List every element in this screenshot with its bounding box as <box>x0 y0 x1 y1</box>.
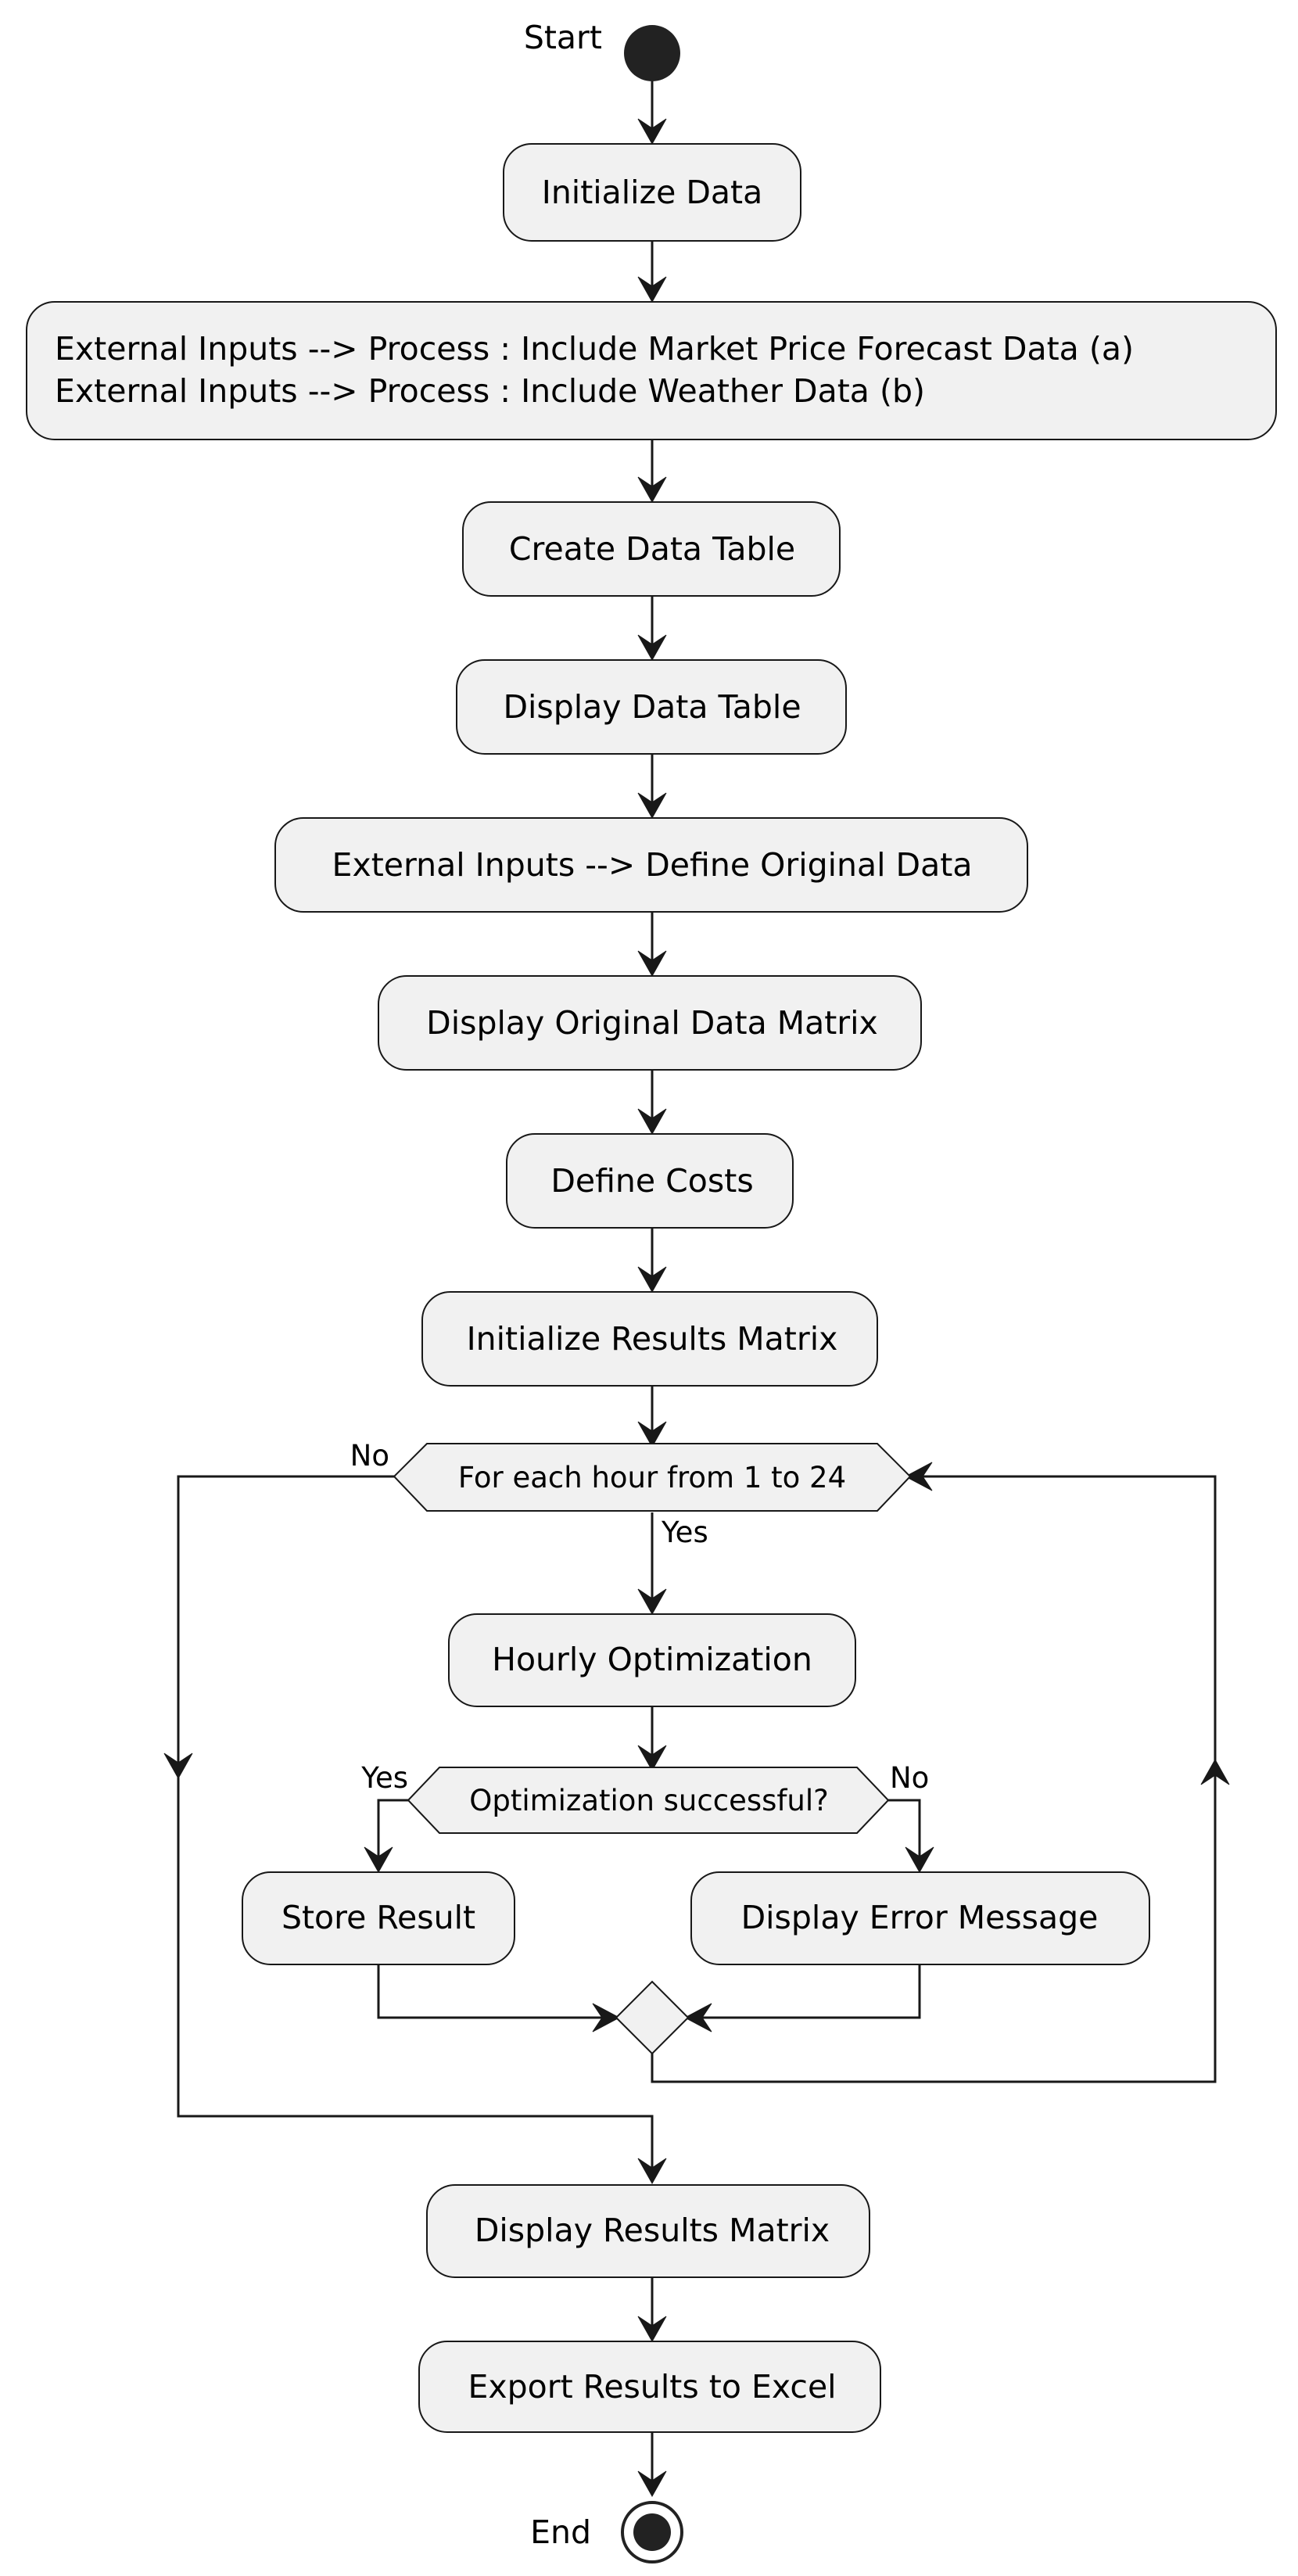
edges <box>177 80 1217 2492</box>
action-define-original-data: External Inputs --> Define Original Data <box>274 817 1028 913</box>
action-label: Define Costs <box>550 1162 753 1200</box>
action-display-original-matrix: Display Original Data Matrix <box>378 975 922 1071</box>
action-create-data-table: Create Data Table <box>462 501 841 597</box>
arrowhead-back-edge-up <box>1200 1758 1230 1785</box>
action-label: Display Results Matrix <box>475 2212 830 2249</box>
start-node: Start <box>524 19 680 81</box>
arrowhead-results <box>637 2158 667 2185</box>
action-initialize-results: Initialize Results Matrix <box>421 1291 878 1387</box>
arrowhead-init-results <box>637 1266 667 1293</box>
action-label: Export Results to Excel <box>468 2368 836 2406</box>
action-store-result: Store Result <box>242 1871 515 1965</box>
edge-opt-no-to-error <box>888 1799 921 1863</box>
arrowhead-create <box>637 476 667 504</box>
arrowhead-end <box>637 2470 667 2498</box>
action-label: Initialize Data <box>542 174 763 211</box>
action-label: Hourly Optimization <box>492 1641 812 1678</box>
arrowhead-display <box>637 634 667 662</box>
edge-error-to-merge <box>690 1964 921 2019</box>
action-display-error: Display Error Message <box>690 1871 1150 1965</box>
arrowhead-loop-back <box>904 1462 933 1491</box>
guard-opt-yes: Yes <box>360 1761 408 1795</box>
guard-loop-yes: Yes <box>661 1516 708 1549</box>
arrowhead-opt-decision <box>637 1745 667 1772</box>
guard-labels: No Yes Yes No <box>350 1439 930 1795</box>
end-node: End <box>530 2501 683 2563</box>
arrowhead-costs <box>637 1108 667 1136</box>
action-display-results: Display Results Matrix <box>426 2184 870 2278</box>
action-label: Display Original Data Matrix <box>426 1004 878 1042</box>
action-define-costs: Define Costs <box>506 1133 794 1229</box>
end-label: End <box>530 2513 591 2551</box>
action-label-line1: External Inputs --> Process : Include Ma… <box>55 330 1134 368</box>
guard-loop-no: No <box>350 1439 389 1473</box>
start-dot <box>624 25 680 81</box>
decision-label: Optimization successful? <box>469 1784 829 1817</box>
edge-merge-back-to-loop <box>651 1475 1217 2083</box>
decision-optimization-successful: Optimization successful? <box>407 1767 890 1834</box>
action-export-results: Export Results to Excel <box>418 2341 881 2433</box>
arrowhead-store <box>364 1846 393 1874</box>
arrowhead-matrix <box>637 950 667 978</box>
action-label: Store Result <box>281 1899 475 1936</box>
decision-label: For each hour from 1 to 24 <box>458 1461 846 1494</box>
arrowhead-no-exit-down <box>163 1753 193 1780</box>
action-label: Display Error Message <box>741 1899 1099 1936</box>
action-label: Create Data Table <box>509 530 795 568</box>
arrowheads <box>163 118 1230 2498</box>
action-label: Initialize Results Matrix <box>467 1320 838 1358</box>
action-label: Display Data Table <box>503 688 801 726</box>
edge-loop-no-exit <box>177 1475 654 2176</box>
arrowhead-init <box>637 118 667 145</box>
action-label-line2: External Inputs --> Process : Include We… <box>55 372 925 410</box>
decision-hour-loop: For each hour from 1 to 24 <box>393 1443 912 1512</box>
edge-opt-yes-to-store <box>377 1799 408 1863</box>
action-display-data-table: Display Data Table <box>456 659 847 755</box>
end-dot <box>633 2513 671 2551</box>
action-initialize-data: Initialize Data <box>503 143 801 242</box>
arrowhead-merge-left <box>592 2003 621 2032</box>
merge-diamond <box>615 1980 690 2055</box>
arrowhead-error <box>905 1846 934 1874</box>
arrowhead-merge-right <box>683 2003 712 2032</box>
arrowhead-hourly <box>637 1588 667 1616</box>
action-external-inputs: External Inputs --> Process : Include Ma… <box>26 301 1277 440</box>
arrowhead-define-original <box>637 792 667 820</box>
arrowhead-external <box>637 276 667 303</box>
action-hourly-optimization: Hourly Optimization <box>448 1613 856 1707</box>
action-label: External Inputs --> Define Original Data <box>332 846 973 884</box>
edge-store-to-merge <box>377 1964 615 2019</box>
start-label: Start <box>524 19 602 56</box>
arrowhead-export <box>637 2316 667 2343</box>
guard-opt-no: No <box>890 1761 929 1795</box>
arrowhead-loop <box>637 1421 667 1448</box>
